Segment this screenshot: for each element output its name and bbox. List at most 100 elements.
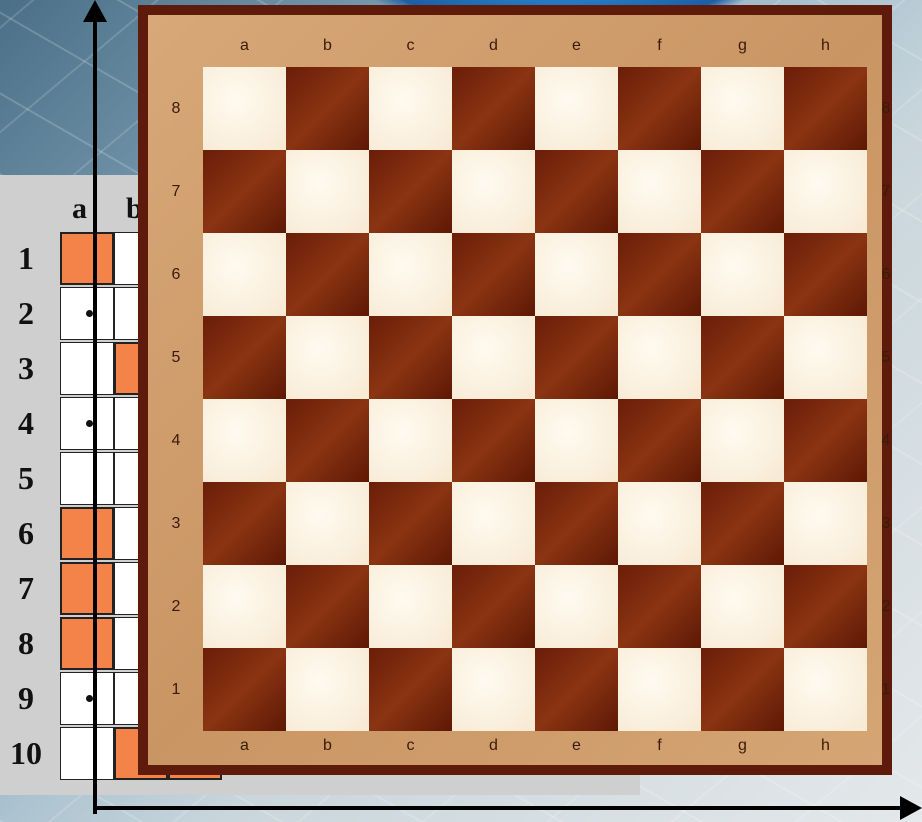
arrow-right-icon <box>900 796 922 820</box>
rank-label: 8 <box>156 100 196 118</box>
chess-square-f8[interactable] <box>618 67 701 150</box>
chess-square-f2[interactable] <box>618 565 701 648</box>
rank-label: 8 <box>866 100 906 118</box>
chess-square-e1[interactable] <box>535 648 618 731</box>
chess-square-c1[interactable] <box>369 648 452 731</box>
file-label: d <box>452 37 535 55</box>
rank-label: 3 <box>866 515 906 533</box>
chess-square-a5[interactable] <box>203 316 286 399</box>
chess-square-a2[interactable] <box>203 565 286 648</box>
chess-square-b3[interactable] <box>286 482 369 565</box>
chess-square-d2[interactable] <box>452 565 535 648</box>
chess-square-c2[interactable] <box>369 565 452 648</box>
chess-square-g1[interactable] <box>701 648 784 731</box>
chess-square-c8[interactable] <box>369 67 452 150</box>
chess-square-h3[interactable] <box>784 482 867 565</box>
file-label: g <box>701 737 784 755</box>
chess-square-g5[interactable] <box>701 316 784 399</box>
file-label: e <box>535 37 618 55</box>
file-label: b <box>286 37 369 55</box>
grid-cell <box>60 507 114 560</box>
chess-square-a7[interactable] <box>203 150 286 233</box>
grid-row-label: 7 <box>0 570 52 607</box>
chess-square-c3[interactable] <box>369 482 452 565</box>
arrow-up-icon <box>83 0 107 22</box>
chess-square-h6[interactable] <box>784 233 867 316</box>
chess-square-d1[interactable] <box>452 648 535 731</box>
chess-square-h1[interactable] <box>784 648 867 731</box>
chess-square-h4[interactable] <box>784 399 867 482</box>
chess-square-f7[interactable] <box>618 150 701 233</box>
grid-row-label: 8 <box>0 625 52 662</box>
chess-square-b4[interactable] <box>286 399 369 482</box>
chess-square-f1[interactable] <box>618 648 701 731</box>
chess-square-c5[interactable] <box>369 316 452 399</box>
chess-square-b8[interactable] <box>286 67 369 150</box>
chess-square-h2[interactable] <box>784 565 867 648</box>
chess-square-a3[interactable] <box>203 482 286 565</box>
chess-square-d6[interactable] <box>452 233 535 316</box>
grid-dot <box>86 695 93 702</box>
grid-cell <box>60 342 114 395</box>
chess-square-d8[interactable] <box>452 67 535 150</box>
grid-cell <box>60 727 114 780</box>
chess-square-g7[interactable] <box>701 150 784 233</box>
chessboard-frame: abcdefgh abcdefgh 87654321 87654321 <box>148 15 882 765</box>
grid-dot <box>86 310 93 317</box>
chess-square-b5[interactable] <box>286 316 369 399</box>
chessboard-squares <box>203 67 867 731</box>
chess-square-d4[interactable] <box>452 399 535 482</box>
file-label: c <box>369 737 452 755</box>
chess-square-e6[interactable] <box>535 233 618 316</box>
chess-square-a4[interactable] <box>203 399 286 482</box>
grid-cell <box>60 232 114 285</box>
chess-square-f3[interactable] <box>618 482 701 565</box>
chess-square-c7[interactable] <box>369 150 452 233</box>
grid-cell <box>60 562 114 615</box>
chess-square-d3[interactable] <box>452 482 535 565</box>
grid-row-label: 4 <box>0 405 52 442</box>
chess-square-g4[interactable] <box>701 399 784 482</box>
chess-square-g2[interactable] <box>701 565 784 648</box>
chess-square-g3[interactable] <box>701 482 784 565</box>
chess-square-f6[interactable] <box>618 233 701 316</box>
grid-column-label: a <box>72 192 87 226</box>
chess-square-c4[interactable] <box>369 399 452 482</box>
rank-label: 3 <box>156 515 196 533</box>
chess-square-e2[interactable] <box>535 565 618 648</box>
chess-square-h8[interactable] <box>784 67 867 150</box>
chess-square-b1[interactable] <box>286 648 369 731</box>
chess-square-e5[interactable] <box>535 316 618 399</box>
chess-square-g8[interactable] <box>701 67 784 150</box>
chess-square-a8[interactable] <box>203 67 286 150</box>
chess-square-e7[interactable] <box>535 150 618 233</box>
grid-row-label: 9 <box>0 680 52 717</box>
grid-cell <box>60 452 114 505</box>
file-label: b <box>286 737 369 755</box>
chess-square-a1[interactable] <box>203 648 286 731</box>
grid-row-label: 2 <box>0 295 52 332</box>
chess-square-e4[interactable] <box>535 399 618 482</box>
chess-square-d5[interactable] <box>452 316 535 399</box>
rank-label: 5 <box>866 349 906 367</box>
rank-label: 2 <box>156 598 196 616</box>
rank-label: 4 <box>156 432 196 450</box>
chess-square-c6[interactable] <box>369 233 452 316</box>
chess-square-a6[interactable] <box>203 233 286 316</box>
rank-label: 1 <box>156 681 196 699</box>
file-label: e <box>535 737 618 755</box>
chess-square-e8[interactable] <box>535 67 618 150</box>
chess-square-e3[interactable] <box>535 482 618 565</box>
chess-square-b7[interactable] <box>286 150 369 233</box>
horizontal-axis <box>93 806 905 810</box>
chess-square-f5[interactable] <box>618 316 701 399</box>
chess-square-b6[interactable] <box>286 233 369 316</box>
chess-square-d7[interactable] <box>452 150 535 233</box>
rank-label: 2 <box>866 598 906 616</box>
chess-square-h5[interactable] <box>784 316 867 399</box>
chess-square-h7[interactable] <box>784 150 867 233</box>
chess-square-f4[interactable] <box>618 399 701 482</box>
chess-square-g6[interactable] <box>701 233 784 316</box>
grid-cell <box>60 617 114 670</box>
chess-square-b2[interactable] <box>286 565 369 648</box>
